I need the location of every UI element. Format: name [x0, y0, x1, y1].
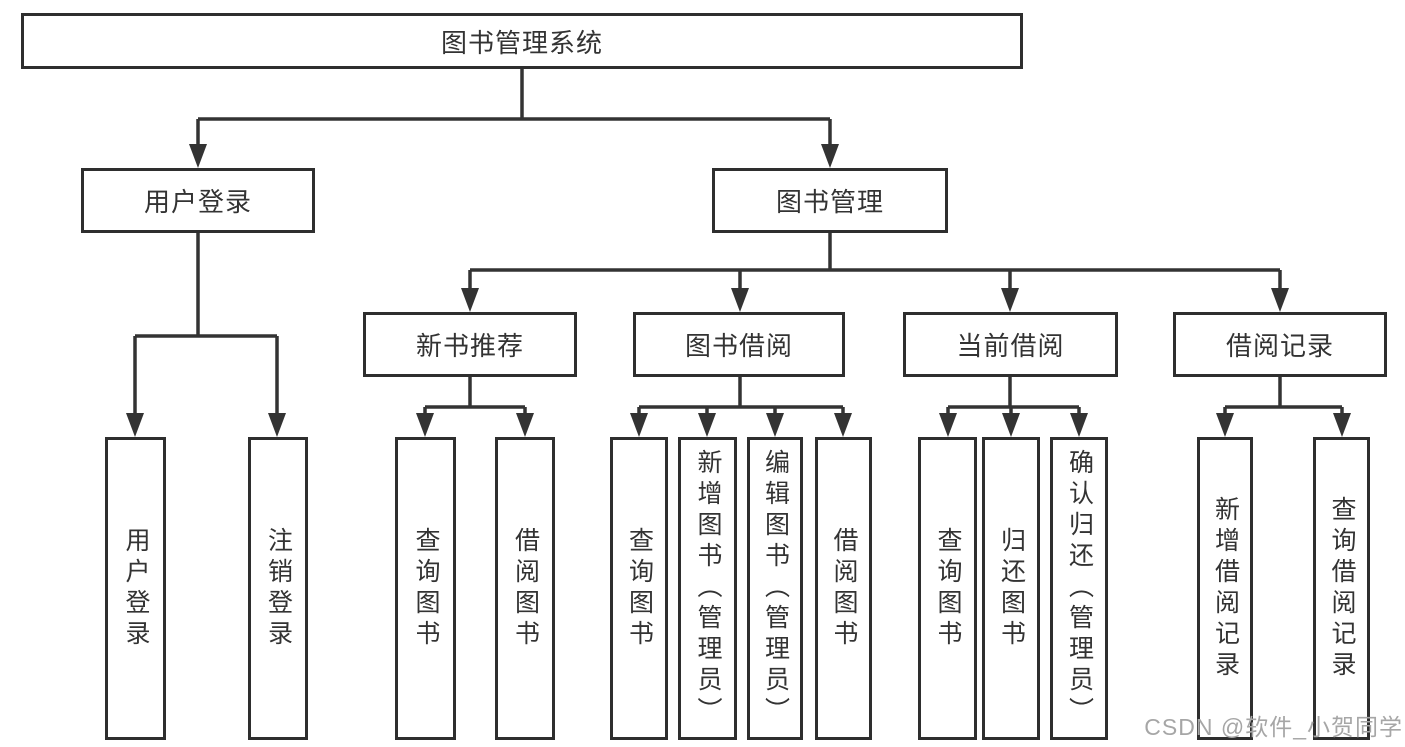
leaf-return-book: 归还图书: [982, 437, 1040, 740]
leaf-add-book-admin: 新增图书（管理员）: [678, 437, 737, 740]
leaf-borrow-books-borrow: 借阅图书: [815, 437, 872, 740]
node-root: 图书管理系统: [21, 13, 1023, 69]
leaf-add-borrow-record: 新增借阅记录: [1197, 437, 1253, 740]
leaf-borrow-books-recommend: 借阅图书: [495, 437, 555, 740]
leaf-query-books-current: 查询图书: [918, 437, 977, 740]
leaf-query-books-borrow: 查询图书: [610, 437, 668, 740]
leaf-user-login: 用户登录: [105, 437, 166, 740]
node-book-borrow: 图书借阅: [633, 312, 845, 377]
leaf-edit-book-admin: 编辑图书（管理员）: [747, 437, 803, 740]
node-borrow-records: 借阅记录: [1173, 312, 1387, 377]
csdn-watermark: CSDN @软件_小贺同学: [1144, 714, 1403, 740]
leaf-confirm-return-admin: 确认归还（管理员）: [1050, 437, 1108, 740]
leaf-logout: 注销登录: [248, 437, 308, 740]
leaf-query-books-recommend: 查询图书: [395, 437, 456, 740]
node-user-login: 用户登录: [81, 168, 315, 233]
node-new-book-recommend: 新书推荐: [363, 312, 577, 377]
node-current-borrow: 当前借阅: [903, 312, 1118, 377]
leaf-query-borrow-record: 查询借阅记录: [1313, 437, 1370, 740]
node-book-management: 图书管理: [712, 168, 948, 233]
